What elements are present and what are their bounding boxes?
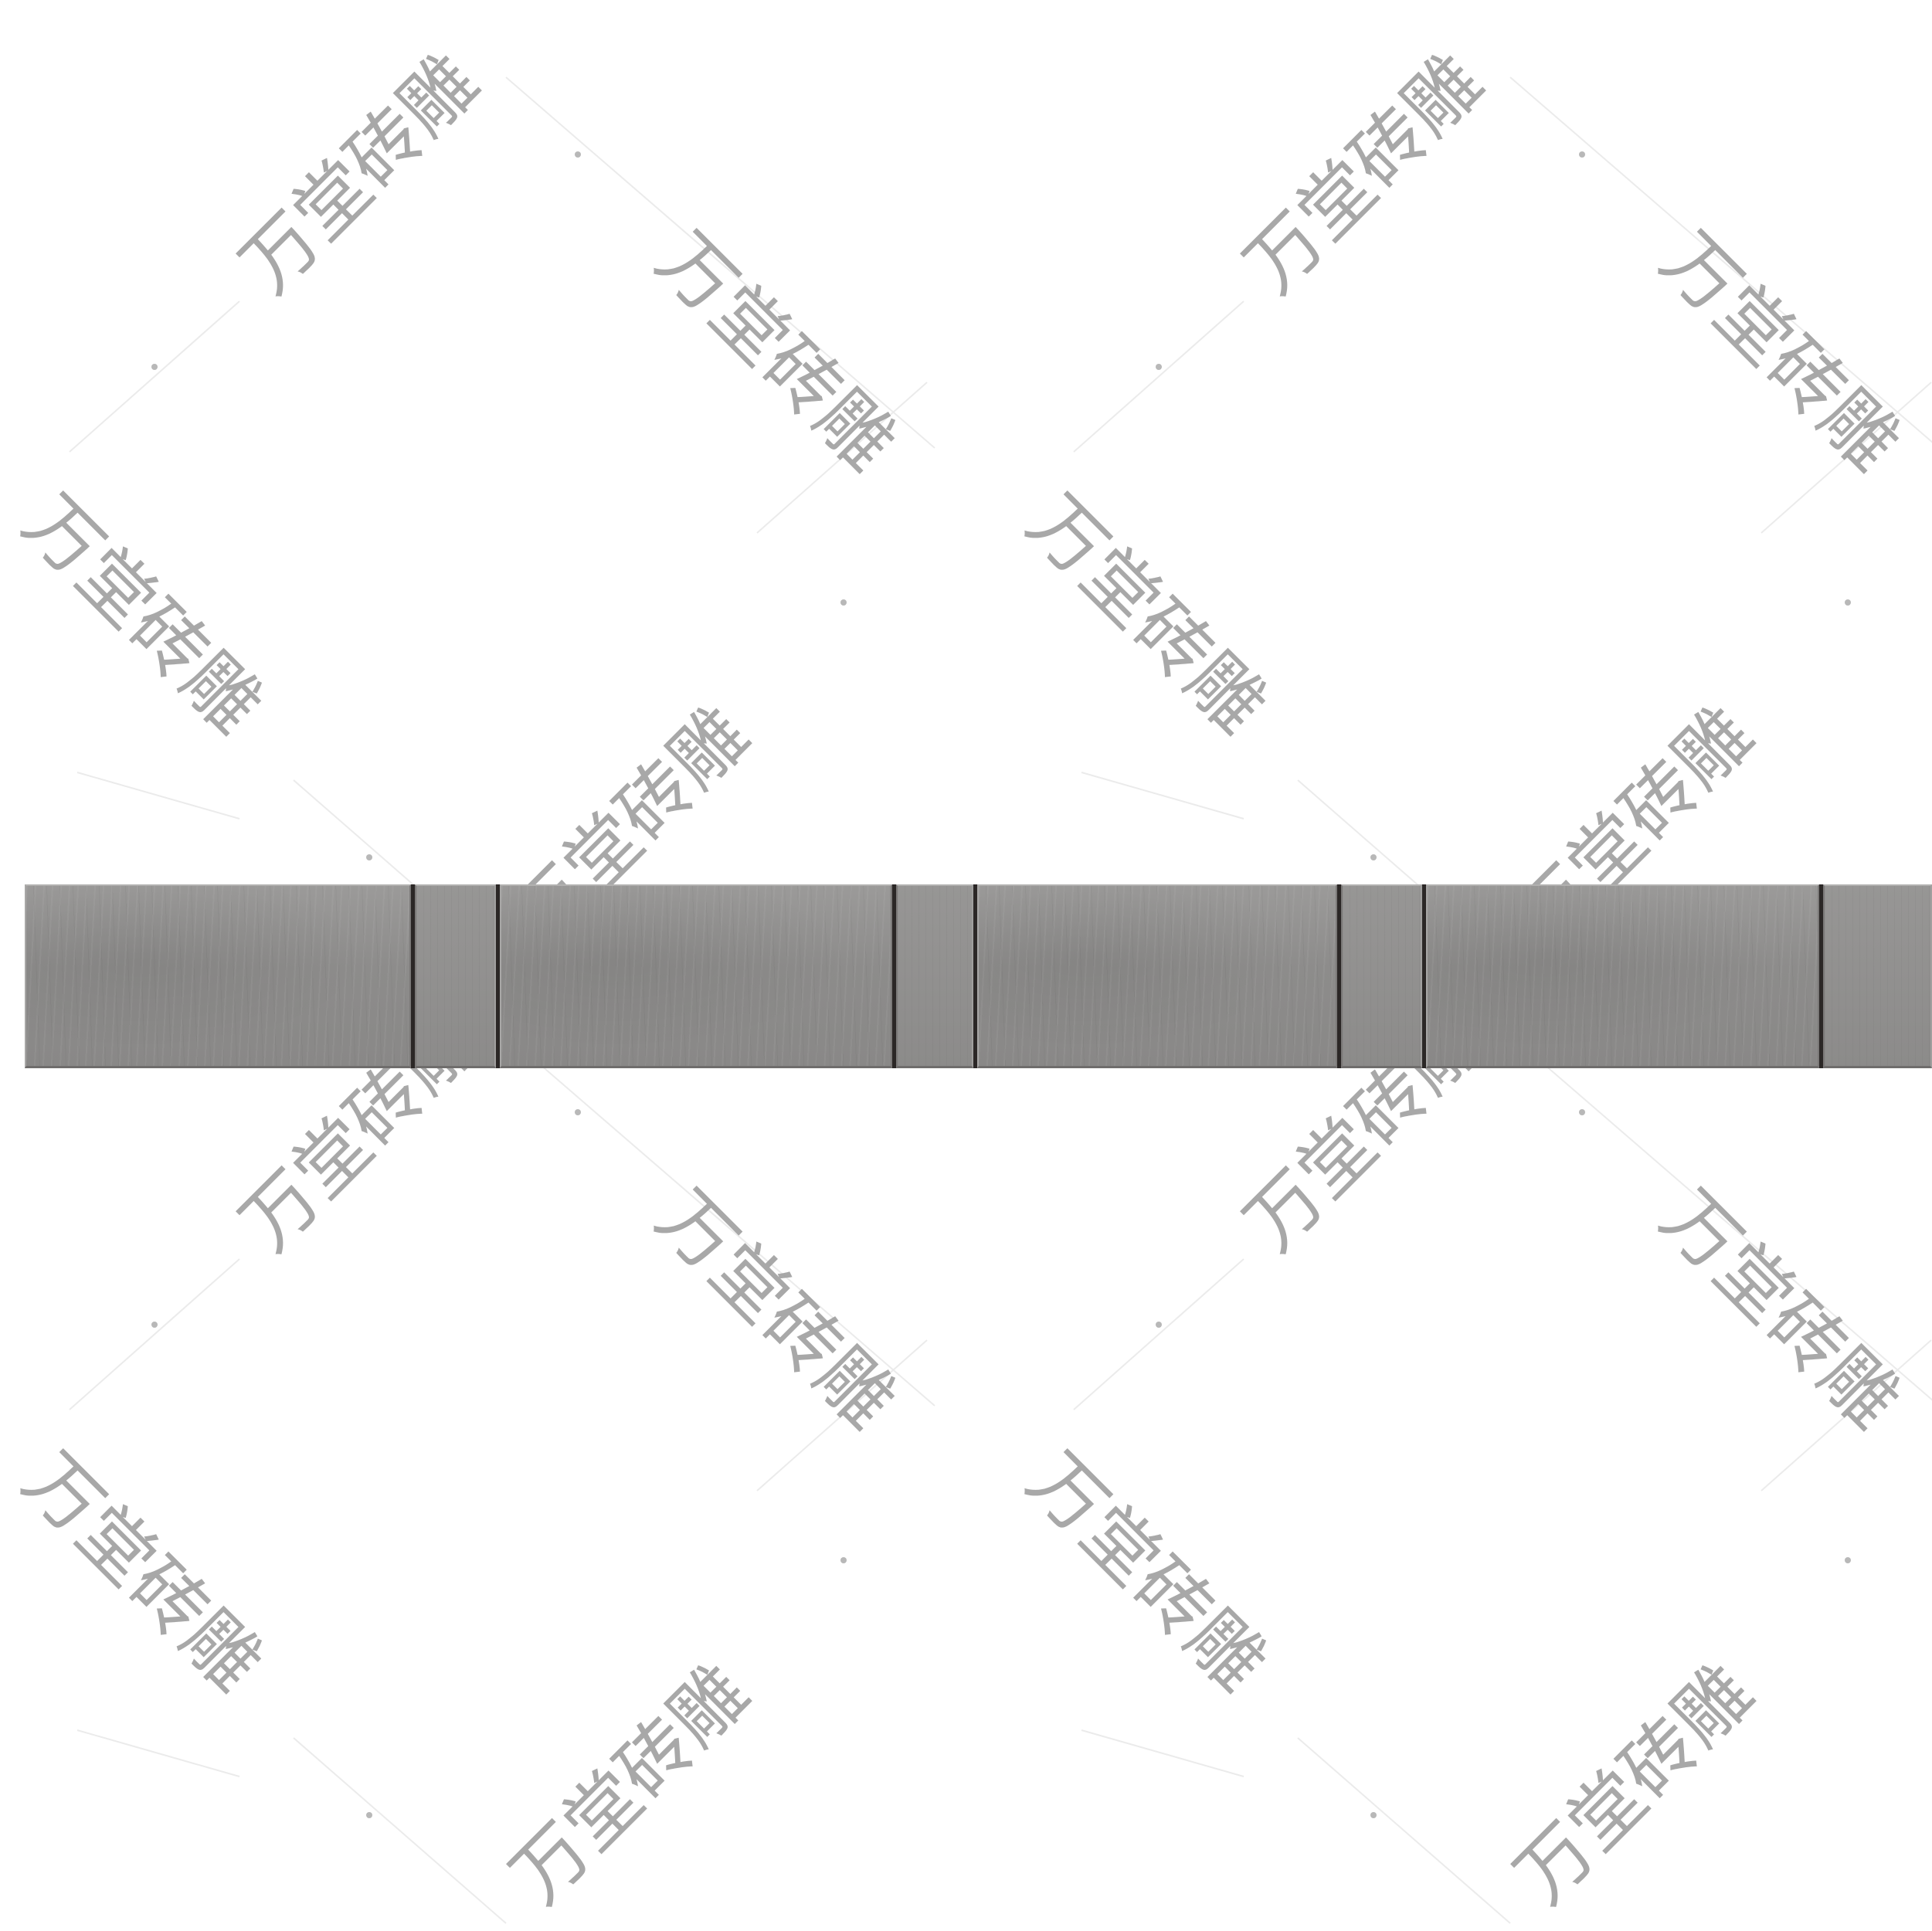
watermark-text: 万堂砖雕 [1011, 479, 1282, 750]
watermark-dot [1845, 1557, 1851, 1563]
watermark-dot [1370, 854, 1377, 860]
brick-groove [973, 884, 977, 1068]
watermark-line [69, 300, 240, 453]
watermark-line [1761, 1339, 1932, 1492]
brick-panel-short [415, 884, 496, 1068]
watermark-text: 万堂砖雕 [7, 1437, 278, 1708]
watermark-dot [840, 1557, 847, 1563]
watermark-dot [151, 1322, 158, 1328]
watermark-dot [366, 1812, 372, 1818]
brick-groove [892, 884, 896, 1068]
watermark-line [1509, 76, 1932, 443]
watermark-text: 万堂砖雕 [7, 479, 278, 750]
brick-panel-long [500, 884, 892, 1068]
watermark-line [1081, 772, 1244, 820]
watermark-dot [1156, 1322, 1162, 1328]
brick-panel-short [1823, 884, 1932, 1068]
watermark-line [76, 1729, 240, 1777]
watermark-dot [575, 1109, 581, 1115]
watermark-text: 万堂砖雕 [1645, 216, 1916, 487]
watermark-text: 万堂砖雕 [224, 39, 495, 310]
watermark-line [756, 1339, 928, 1492]
watermark-dot [366, 854, 372, 860]
watermark-text: 万堂砖雕 [1011, 1437, 1282, 1708]
watermark-line [1081, 1729, 1244, 1777]
watermark-dot [1579, 1109, 1585, 1115]
brick-panel-long [25, 884, 411, 1068]
watermark-dot [151, 364, 158, 370]
watermark-dot [1579, 151, 1585, 158]
watermark-text: 万堂砖雕 [640, 1174, 912, 1445]
brick-groove [1422, 884, 1426, 1068]
watermark-line [1761, 382, 1932, 534]
brick-panel-short [896, 884, 973, 1068]
watermark-text: 万堂砖雕 [1645, 1174, 1916, 1445]
watermark-line [1073, 1258, 1244, 1410]
brick-groove [411, 884, 415, 1068]
watermark-line [293, 1737, 507, 1924]
watermark-text: 万堂砖雕 [640, 216, 912, 487]
brick-groove [496, 884, 500, 1068]
brick-groove [1819, 884, 1823, 1068]
watermark-line [1509, 1034, 1932, 1401]
watermark-dot [840, 599, 847, 606]
watermark-line [1073, 300, 1244, 453]
watermark-text: 万堂砖雕 [1228, 39, 1499, 310]
watermark-line [76, 772, 240, 820]
watermark-line [756, 382, 928, 534]
watermark-line [505, 1034, 935, 1407]
brick-groove [1337, 884, 1341, 1068]
watermark-dot [575, 151, 581, 158]
watermark-line [1297, 1737, 1511, 1924]
watermark-line [69, 1258, 240, 1410]
watermark-text: 万堂砖雕 [494, 1649, 766, 1920]
watermark-text: 万堂砖雕 [1499, 1649, 1770, 1920]
brick-panel-long [1426, 884, 1819, 1068]
watermark-dot [1370, 1812, 1377, 1818]
watermark-dot [1156, 364, 1162, 370]
brick-panel-long [977, 884, 1337, 1068]
watermark-dot [1845, 599, 1851, 606]
grey-brick-frieze [25, 884, 1932, 1068]
brick-panel-short [1341, 884, 1422, 1068]
watermark-line [505, 76, 935, 449]
